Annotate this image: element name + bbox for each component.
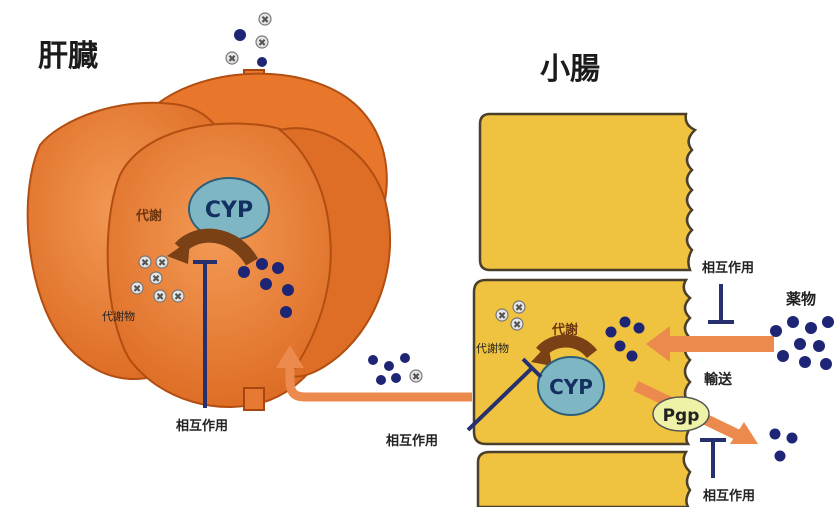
- drug-molecule: [272, 262, 284, 274]
- drug-molecule: [615, 341, 626, 352]
- uptake-arrow-shaft: [666, 336, 774, 352]
- svg-text:✖: ✖: [158, 258, 166, 269]
- drug-molecule: [234, 29, 246, 41]
- drug-molecule: [368, 355, 378, 365]
- pgp-interaction-label: 相互作用: [703, 488, 755, 504]
- drug-molecule: [787, 316, 799, 328]
- svg-text:✖: ✖: [498, 311, 506, 322]
- metabolite-molecule: ✖: [259, 13, 271, 26]
- intestinal-cell-upper: [480, 114, 695, 270]
- drug-molecule: [384, 361, 394, 371]
- metabolite-molecule: ✖: [139, 256, 151, 269]
- drug-molecule: [238, 266, 250, 278]
- drug-molecule: [775, 451, 786, 462]
- svg-text:✖: ✖: [174, 292, 182, 303]
- svg-text:✖: ✖: [141, 258, 149, 269]
- intestine-metabolite-label: 代謝物: [476, 341, 509, 355]
- metabolite-molecule: ✖: [496, 309, 508, 322]
- liver-top-particles: ✖ ✖ ✖: [226, 13, 271, 67]
- svg-text:✖: ✖: [261, 15, 269, 26]
- lumen-drug-cluster: [770, 316, 834, 370]
- metabolite-molecule: ✖: [172, 290, 184, 303]
- metabolite-molecule: ✖: [511, 318, 523, 331]
- intestine-cyp-interaction-label: 相互作用: [386, 433, 438, 449]
- drug-molecule: [813, 340, 825, 352]
- metabolite-molecule: ✖: [154, 290, 166, 303]
- metabolite-molecule: ✖: [156, 256, 168, 269]
- metabolite-molecule: ✖: [150, 272, 162, 285]
- liver-cyp-label: CYP: [205, 198, 253, 223]
- drug-molecule: [822, 316, 834, 328]
- drug-molecule: [257, 57, 267, 67]
- metabolite-molecule: ✖: [226, 52, 238, 65]
- metabolite-molecule: ✖: [256, 36, 268, 49]
- metabolite-molecule: ✖: [131, 282, 143, 295]
- liver-metabolite-label: 代謝物: [102, 309, 135, 323]
- intestine: [474, 114, 695, 507]
- liver-metabolism-label: 代謝: [135, 208, 162, 224]
- drug-molecule: [400, 353, 410, 363]
- svg-text:✖: ✖: [515, 303, 523, 314]
- liver-interaction-label: 相互作用: [176, 418, 228, 434]
- svg-text:✖: ✖: [412, 372, 420, 383]
- drug-molecule: [787, 433, 798, 444]
- drug-molecule: [260, 278, 272, 290]
- svg-text:✖: ✖: [258, 38, 266, 49]
- liver-vessel-lower: [244, 388, 264, 410]
- drug-molecule: [770, 325, 782, 337]
- intestinal-cell-lower: [478, 452, 690, 507]
- transport-label: 輸送: [704, 371, 733, 388]
- pgp-label: Pgp: [663, 406, 700, 426]
- drug-molecule: [391, 373, 401, 383]
- transit-particles: ✖: [368, 353, 422, 385]
- drug-molecule: [620, 317, 631, 328]
- intestine-title: 小腸: [540, 52, 600, 87]
- intestine-cyp-label: CYP: [549, 375, 593, 399]
- metabolite-molecule: ✖: [513, 301, 525, 314]
- drug-molecule: [606, 327, 617, 338]
- svg-text:✖: ✖: [133, 284, 141, 295]
- drug-molecule: [280, 306, 292, 318]
- drug-molecule: [376, 375, 386, 385]
- svg-text:✖: ✖: [156, 292, 164, 303]
- drug-molecule: [627, 351, 638, 362]
- liver-title: 肝臓: [38, 39, 98, 74]
- svg-text:✖: ✖: [152, 274, 160, 285]
- drug-molecule: [799, 356, 811, 368]
- drug-molecule: [777, 350, 789, 362]
- drug-molecule: [256, 258, 268, 270]
- drug-molecule: [794, 338, 806, 350]
- uptake-interaction-label: 相互作用: [702, 260, 754, 276]
- drug-molecule: [634, 323, 645, 334]
- drug-molecule: [820, 358, 832, 370]
- drug-molecule: [805, 322, 817, 334]
- metabolite-molecule: ✖: [410, 370, 422, 383]
- drug-label: 薬物: [785, 290, 816, 308]
- drug-molecule: [282, 284, 294, 296]
- svg-text:✖: ✖: [513, 320, 521, 331]
- svg-text:✖: ✖: [228, 54, 236, 65]
- drug-molecule: [770, 429, 781, 440]
